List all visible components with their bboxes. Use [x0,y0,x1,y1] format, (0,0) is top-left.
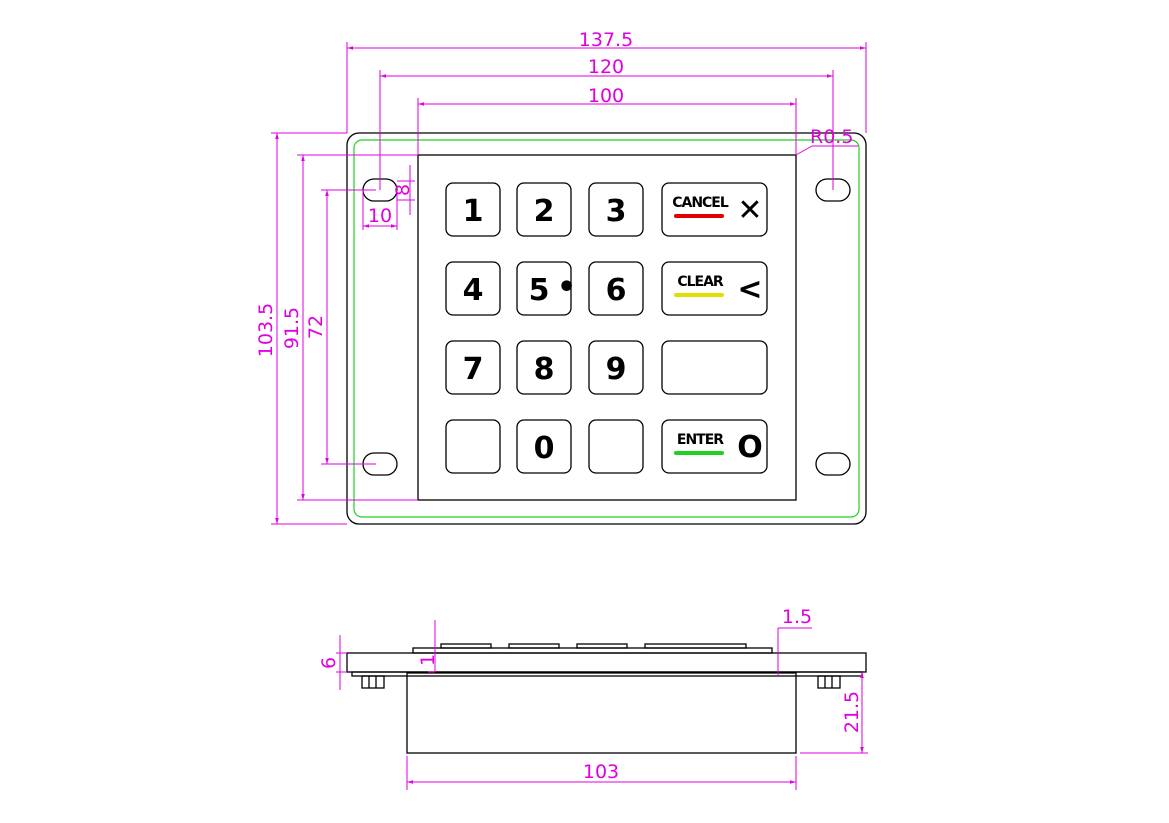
key-cap[interactable] [588,340,644,395]
key-cancel[interactable]: CANCEL ✕ [661,182,768,237]
front-view: 1 2 3 CANCEL ✕ 4 5• 6 CLEAR <7 8 9 0 ENTER O [346,132,867,525]
keypad-panel [417,154,797,501]
keys: 1 2 3 CANCEL ✕ 4 5• 6 CLEAR <7 8 9 0 ENTER O [445,182,768,474]
key-cap[interactable] [516,419,572,474]
front-dimensions: 137.5 120 100 R0.5 103.5 91.5 72 10 8 [255,29,867,525]
key-label: 7 [463,352,484,387]
dim-overall-width: 137.5 [579,29,633,51]
key-enter[interactable]: ENTER O [661,419,768,474]
dim-panel-height: 91.5 [281,307,303,349]
side-body [406,672,797,754]
key-label: 4 [463,273,484,308]
side-dimensions: 6 1 1.5 21.5 103 [318,606,868,790]
key-label: 9 [606,352,627,387]
outer-plate [346,132,867,525]
key-blank[interactable] [588,419,644,474]
inner-border [353,139,860,518]
key-7[interactable]: 7 [445,340,501,395]
dim-body-width: 103 [583,761,619,783]
key-6[interactable]: 6 [588,261,644,316]
key-label: 3 [606,194,627,229]
side-key [644,643,747,649]
key-1[interactable]: 1 [445,182,501,237]
dim-hole-spacing-y: 72 [305,315,327,339]
side-key [440,643,492,649]
key-symbol-icon: < [737,272,762,307]
key-symbol-icon: ✕ [737,193,762,228]
side-key [576,643,628,649]
dim-body-depth: 21.5 [841,691,863,733]
key-3[interactable]: 3 [588,182,644,237]
key-blank[interactable] [661,340,768,395]
key-symbol-icon: O [737,430,763,465]
key-label: 8 [534,352,555,387]
dim-hole-spacing-x: 120 [588,56,624,78]
key-blank[interactable] [445,419,501,474]
key-cap[interactable] [445,261,501,316]
key-label: 5 [529,273,550,308]
dim-bezel-height: 1.5 [782,606,812,628]
key-cap[interactable] [588,261,644,316]
key-cap[interactable] [661,182,768,237]
dim-slot-height: 8 [392,184,414,196]
key-cap[interactable] [588,182,644,237]
key-cap[interactable] [588,419,644,474]
key-4[interactable]: 4 [445,261,501,316]
key-label: 2 [534,194,555,229]
key-cap[interactable] [661,261,768,316]
dim-plate-thickness: 6 [318,657,340,669]
screw-left [361,675,385,689]
dim-key-height: 1 [417,654,439,666]
side-key [508,643,560,649]
key-dot-icon: • [557,270,576,305]
key-label: ENTER [677,432,724,448]
key-cap[interactable] [661,340,768,395]
screw-right [817,675,841,689]
side-view [346,643,867,754]
key-8[interactable]: 8 [516,340,572,395]
key-cap[interactable] [661,419,768,474]
key-clear[interactable]: CLEAR < [661,261,768,316]
key-label: CANCEL [672,195,729,211]
dim-panel-width: 100 [588,85,624,107]
key-cap[interactable] [445,340,501,395]
key-cap[interactable] [445,419,501,474]
dim-corner-radius: R0.5 [810,126,853,148]
key-label: 0 [534,431,555,466]
slot-bottom-right [815,452,851,476]
key-9[interactable]: 9 [588,340,644,395]
dim-slot-width: 10 [368,205,392,227]
key-label: 1 [463,194,484,229]
key-0[interactable]: 0 [516,419,572,474]
key-cap[interactable] [516,340,572,395]
key-cap[interactable] [516,182,572,237]
key-label: CLEAR [677,274,724,290]
dim-overall-height: 103.5 [255,303,277,357]
key-cap[interactable] [445,182,501,237]
key-2[interactable]: 2 [516,182,572,237]
key-cap[interactable] [516,261,572,316]
key-5[interactable]: 5• [516,261,576,316]
side-bezel [412,647,773,654]
key-label: 6 [606,273,627,308]
